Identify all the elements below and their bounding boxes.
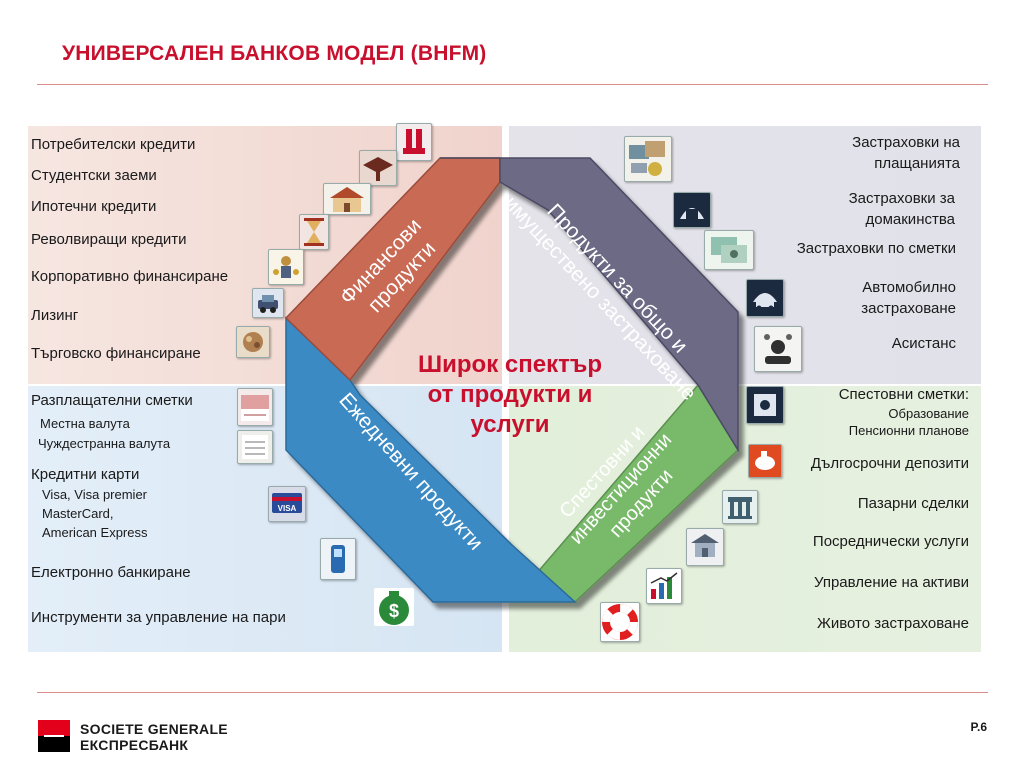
item-payment-accounts: Разплащателни сметки: [31, 392, 193, 409]
house-icon: [323, 183, 371, 215]
item-card-type-amex: American Express: [42, 525, 148, 540]
item-money-management-tools: Инструменти за управление на пари: [31, 609, 286, 626]
mobile-phone-icon: [320, 538, 356, 580]
item-mortgage-loans: Ипотечни кредити: [31, 198, 157, 215]
statement-icon: [237, 430, 273, 464]
graduation-cap-icon: [359, 150, 397, 186]
item-assistance: Асистанс: [891, 335, 956, 352]
car-insurance-icon: [746, 279, 784, 317]
assistance-icon: [754, 326, 802, 372]
item-leasing: Лизинг: [31, 307, 79, 324]
item-auto-insurance: Автомобилно застраховане: [861, 279, 956, 318]
item-student-loans: Студентски заеми: [31, 167, 157, 184]
item-household-insurance-line-1: Застраховки за: [848, 190, 955, 207]
bank-building-icon: [686, 528, 724, 566]
center-headline: Широк спектър от продукти и услуги: [395, 350, 625, 440]
item-corporate-finance: Корпоративно финансиране: [31, 268, 229, 285]
logo-text-line-1: SOCIETE GENERALE: [80, 721, 228, 737]
item-market-deals: Пазарни сделки: [857, 495, 969, 512]
page-title: УНИВЕРСАЛЕН БАНКОВ МОДЕЛ (BHFM): [62, 42, 487, 65]
item-foreign-currency: Чуждестранна валута: [38, 436, 171, 451]
credit-card-icon: VISA: [268, 486, 306, 522]
asset-chart-icon: [646, 568, 682, 604]
corporate-finance-icon: [268, 249, 304, 285]
center-headline-line-1: Широк спектър: [418, 351, 602, 378]
item-consumer-loans: Потребителски кредити: [31, 136, 196, 153]
item-account-insurance: Застраховки по сметки: [796, 240, 956, 257]
trade-finance-icon: [236, 326, 270, 358]
logo-flag-icon: [38, 720, 70, 752]
item-household-insurance: Застраховки за домакинства: [849, 190, 955, 229]
item-credit-cards: Кредитни карти: [31, 466, 140, 483]
house-insurance-icon: [673, 192, 711, 228]
safe-icon: [746, 386, 784, 424]
item-payment-insurance-line-2: плащанията: [874, 155, 960, 172]
car-leasing-icon: [252, 288, 284, 318]
documents-icon: [624, 136, 672, 182]
credit-card-visa-label: VISA: [278, 504, 297, 513]
piggy-bank-icon: [748, 444, 782, 478]
top-divider: [37, 84, 988, 85]
money-bag-symbol: $: [389, 601, 399, 621]
account-insurance-icon: [704, 230, 754, 270]
item-household-insurance-line-2: домакинства: [865, 211, 956, 228]
item-long-term-deposits: Дългосрочни депозити: [810, 455, 969, 472]
item-brokerage-services: Посреднически услуги: [812, 533, 969, 550]
item-auto-insurance-line-1: Автомобилно: [862, 279, 956, 296]
item-education: Образование: [888, 406, 969, 421]
item-payment-insurance-line-1: Застраховки на: [852, 134, 960, 151]
item-life-insurance: Живото застраховане: [817, 615, 969, 632]
item-e-banking: Електронно банкиране: [31, 564, 191, 581]
item-pension-plans: Пенсионни планове: [848, 423, 969, 438]
plug-icon: [396, 123, 432, 161]
item-card-type-visa: Visa, Visa premier: [42, 487, 148, 502]
money-bag-icon: $: [374, 588, 414, 626]
item-trade-finance: Търговско финансиране: [31, 345, 201, 362]
lifebuoy-icon: [600, 602, 640, 642]
item-card-type-mastercard: MasterCard,: [42, 506, 114, 521]
item-local-currency: Местна валута: [40, 416, 130, 431]
center-headline-line-2: от продукти и: [427, 381, 593, 408]
hourglass-icon: [299, 214, 329, 250]
exchange-building-icon: [722, 490, 758, 524]
item-revolving-loans: Револвиращи кредити: [31, 231, 187, 248]
item-payment-insurance: Застраховки на плащанията: [852, 134, 960, 173]
page-number: P.6: [970, 720, 987, 734]
item-savings-accounts: Спестовни сметки:: [838, 386, 969, 403]
logo-text-line-2: ЕКСПРЕСБАНК: [80, 737, 189, 753]
cheque-icon: [237, 388, 273, 426]
band-insurance: [440, 157, 739, 453]
item-auto-insurance-line-2: застраховане: [861, 300, 956, 317]
bottom-divider: [37, 692, 988, 693]
center-headline-line-3: услуги: [470, 411, 550, 438]
item-asset-management: Управление на активи: [813, 574, 969, 591]
